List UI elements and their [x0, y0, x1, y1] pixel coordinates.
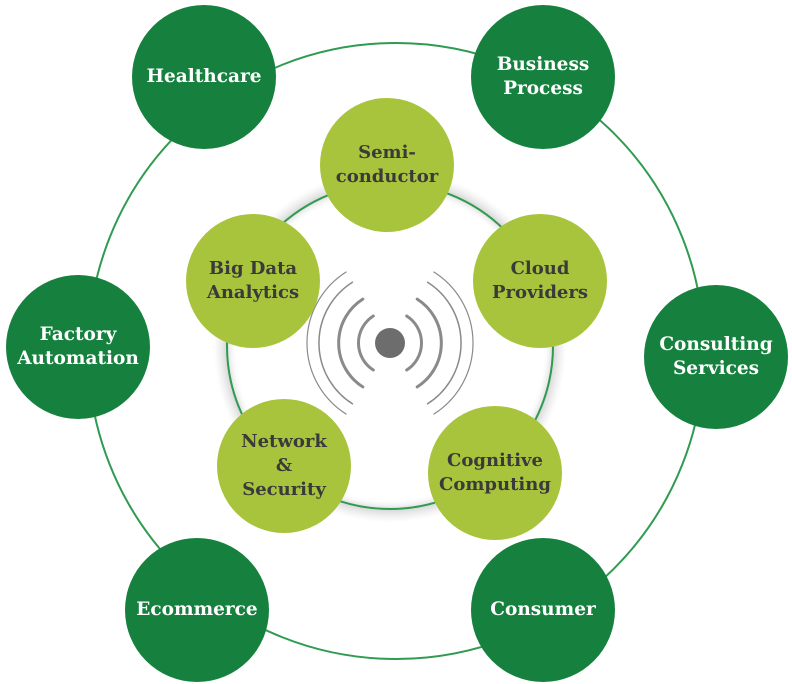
signal-wave-left-2: [337, 297, 365, 389]
node-ecommerce-label: Ecommerce: [136, 598, 258, 620]
node-factory-automation: Factory Automation: [6, 275, 150, 419]
signal-wave-right-2: [415, 297, 443, 389]
wireless-signal-icon: [306, 271, 474, 415]
node-consumer: Consumer: [471, 538, 615, 682]
node-semiconductor-label: Semi- conductor: [335, 142, 439, 187]
node-network-security-label: Network & Security: [241, 431, 327, 500]
node-semiconductor: Semi- conductor: [320, 98, 454, 232]
node-consumer-label: Consumer: [490, 598, 596, 620]
node-cognitive-computing-label: Cognitive Computing: [439, 450, 551, 495]
node-cloud-providers-label: Cloud Providers: [492, 258, 588, 303]
node-cloud-providers: Cloud Providers: [473, 214, 607, 348]
node-consulting-services: Consulting Services: [644, 285, 788, 429]
node-factory-automation-label: Factory Automation: [17, 323, 139, 369]
node-big-data-analytics: Big Data Analytics: [186, 214, 320, 348]
signal-wave-left-1: [356, 314, 375, 372]
signal-wave-right-3: [426, 281, 462, 405]
node-healthcare-label: Healthcare: [146, 65, 262, 87]
node-business-process: Business Process: [471, 5, 615, 149]
signal-dot: [375, 328, 405, 358]
node-network-security: Network & Security: [217, 399, 351, 533]
node-big-data-analytics-label: Big Data Analytics: [206, 258, 300, 303]
signal-wave-right-4: [433, 271, 474, 415]
node-cognitive-computing: Cognitive Computing: [428, 406, 562, 540]
node-consulting-services-label: Consulting Services: [659, 333, 773, 379]
signal-wave-left-4: [306, 271, 347, 415]
signal-wave-left-3: [318, 281, 354, 405]
node-business-process-label: Business Process: [496, 53, 590, 99]
node-healthcare: Healthcare: [132, 5, 276, 149]
node-ecommerce: Ecommerce: [125, 538, 269, 682]
signal-wave-right-1: [405, 314, 424, 372]
